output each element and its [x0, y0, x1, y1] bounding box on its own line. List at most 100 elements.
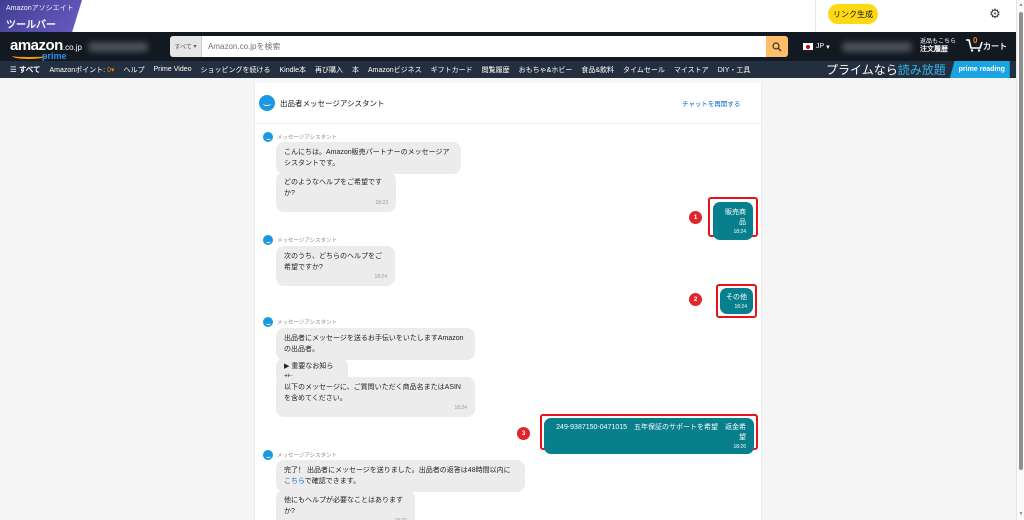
all-menu-label: すべて: [18, 65, 41, 74]
message-text: どのようなヘルプをご希望ですか?: [284, 179, 382, 197]
all-menu-button[interactable]: ☰ すべて: [10, 65, 41, 74]
message-time: 18:24: [733, 229, 746, 235]
scroll-down-arrow-icon[interactable]: ▼: [1018, 511, 1024, 517]
bot-message: 完了！ 出品者にメッセージを送りました。出品者の返答は48時間以内にこちらで確認…: [276, 460, 525, 492]
annotation-marker-3: 3: [517, 427, 530, 440]
prime-reading-badge: prime reading: [949, 61, 1010, 78]
bot-message: どのようなヘルプをご希望ですか? 18:23: [276, 172, 396, 212]
message-time: 18:26: [284, 518, 407, 520]
message-here-link[interactable]: こちら: [284, 478, 305, 485]
associate-brand: Amazonアソシエイト ツールバー: [0, 0, 82, 32]
subnav-item-prime-video[interactable]: Prime Video: [153, 66, 192, 73]
divider: [815, 0, 816, 32]
amazon-logo[interactable]: amazon.co.jp prime: [10, 37, 82, 61]
bot-label: メッセージアシスタント: [263, 317, 337, 327]
assistant-avatar-icon: [259, 95, 275, 111]
associate-brand-title: ツールバー: [6, 20, 56, 31]
language-selector[interactable]: JP ▾: [803, 32, 830, 61]
language-label: JP: [816, 43, 825, 50]
subnav-item-diy[interactable]: DIY・工具: [717, 66, 751, 74]
message-text: 以下のメッセージに、ご質問いただく商品名またはASINを含めてください。: [284, 384, 461, 402]
bot-label: メッセージアシスタント: [263, 235, 337, 245]
message-text: その他: [726, 294, 747, 301]
annotation-marker-2: 2: [689, 293, 702, 306]
annotation-marker-1: 1: [689, 211, 702, 224]
user-message: 249-9387150-0471015 五年保証のサポートを希望 返金希望 18…: [544, 418, 754, 454]
message-time: 18:24: [374, 274, 387, 280]
sub-nav: ☰ すべて Amazonポイント: 0▾ ヘルプ Prime Video ショッ…: [0, 61, 1016, 78]
bot-label: メッセージアシスタント: [263, 450, 337, 460]
search-input[interactable]: [202, 36, 766, 57]
bot-name: メッセージアシスタント: [277, 453, 338, 459]
prime-reading-promo[interactable]: プライムなら読み放題 prime reading: [826, 61, 1010, 78]
scroll-thumb[interactable]: [1019, 12, 1023, 470]
message-text: 完了！ 出品者にメッセージを送りました。出品者の返答は48時間以内に: [284, 467, 511, 474]
logo-tld: .co.jp: [62, 43, 82, 52]
subnav-item-help[interactable]: ヘルプ: [123, 66, 145, 74]
bot-label: メッセージアシスタント: [263, 132, 337, 142]
bot-name: メッセージアシスタント: [277, 238, 338, 244]
bot-avatar-icon: [263, 450, 273, 460]
user-message: その他 18:24: [720, 288, 753, 314]
promo-highlight: 読み放題: [897, 63, 946, 77]
link-generate-button[interactable]: リンク生成: [828, 4, 878, 24]
cart-button[interactable]: 0 カート: [965, 36, 1007, 52]
subnav-item-books[interactable]: 本: [351, 66, 359, 74]
returns-label: 返品もこちら: [920, 39, 957, 45]
orders-link[interactable]: 返品もこちら 注文履歴: [920, 38, 956, 54]
cart-count: 0: [973, 36, 978, 45]
points-label: Amazonポイント:: [49, 66, 106, 74]
subnav-item-my-store[interactable]: マイストア: [673, 66, 709, 74]
message-time: 18:26: [733, 444, 746, 450]
message-text: こんにちは。Amazon販売パートナーのメッセージアシスタントです。: [284, 149, 450, 167]
message-text: 出品者にメッセージを送るお手伝いをいたしますAmazonの出品者。: [284, 335, 464, 353]
subnav-item-continue-shopping[interactable]: ショッピングを続ける: [200, 66, 271, 74]
subnav-item-deals[interactable]: タイムセール: [623, 66, 665, 74]
bot-message: 他にもヘルプが必要なことはありますか? 18:26: [276, 490, 415, 520]
promo-text: プライムなら: [826, 63, 898, 77]
message-time: 18:24: [734, 304, 747, 310]
subnav-item-buy-again[interactable]: 再び購入: [314, 66, 343, 74]
associate-toolbar: Amazonアソシエイト ツールバー リンク生成 ⚙: [0, 0, 1024, 32]
message-text: 販売商品: [725, 209, 746, 226]
page-scrollbar[interactable]: ▲ ▼: [1016, 0, 1024, 520]
subnav-item-toys[interactable]: おもちゃ&ホビー: [518, 66, 573, 74]
message-text: で確認できます。: [304, 478, 361, 485]
bot-avatar-icon: [263, 132, 273, 142]
cart-label: カート: [983, 42, 1007, 51]
message-text: 次のうち、どちらのヘルプをご希望ですか?: [284, 253, 382, 271]
delivery-address-blurred[interactable]: [88, 42, 148, 52]
subnav-item-food[interactable]: 食品&飲料: [581, 66, 615, 74]
subnav-item-history[interactable]: 閲覧履歴: [481, 66, 510, 74]
bot-message: 以下のメッセージに、ご質問いただく商品名またはASINを含めてください。 18:…: [276, 377, 475, 417]
logo-prime: prime: [42, 51, 67, 61]
search-icon: [772, 41, 782, 51]
bot-message: 出品者にメッセージを送るお手伝いをいたしますAmazonの出品者。: [276, 328, 475, 360]
scroll-up-arrow-icon[interactable]: ▲: [1018, 2, 1024, 8]
chat-title: 出品者メッセージアシスタント: [280, 99, 385, 108]
message-time: 18:23: [375, 200, 388, 206]
bot-message: こんにちは。Amazon販売パートナーのメッセージアシスタントです。: [276, 142, 461, 174]
associate-brand-sub: Amazonアソシエイト: [6, 5, 74, 12]
bot-avatar-icon: [263, 317, 273, 327]
bot-name: メッセージアシスタント: [277, 135, 338, 141]
bot-name: メッセージアシスタント: [277, 320, 338, 326]
subnav-item-points[interactable]: Amazonポイント: 0▾: [49, 66, 115, 74]
account-menu-blurred[interactable]: [842, 42, 912, 52]
subnav-item-gift-cards[interactable]: ギフトカード: [430, 66, 473, 74]
message-time: 18:24: [454, 405, 467, 411]
points-value: 0: [107, 66, 111, 74]
message-text: 他にもヘルプが必要なことはありますか?: [284, 497, 403, 515]
chat-panel: 出品者メッセージアシスタント チャットを再開する メッセージアシスタント こんに…: [254, 83, 762, 520]
search-bar: すべて ▾: [170, 36, 788, 57]
logo-text: amazon: [10, 37, 63, 54]
chat-header: 出品者メッセージアシスタント チャットを再開する: [255, 83, 761, 124]
search-category-select[interactable]: すべて ▾: [170, 36, 202, 57]
subnav-item-business[interactable]: Amazonビジネス: [367, 66, 422, 74]
subnav-item-kindle[interactable]: Kindle本: [279, 66, 306, 74]
restart-chat-link[interactable]: チャットを再開する: [682, 101, 741, 108]
japan-flag-icon: [803, 43, 813, 50]
gear-icon[interactable]: ⚙: [989, 6, 1001, 21]
search-button[interactable]: [766, 36, 788, 57]
smile-icon: [12, 53, 46, 59]
